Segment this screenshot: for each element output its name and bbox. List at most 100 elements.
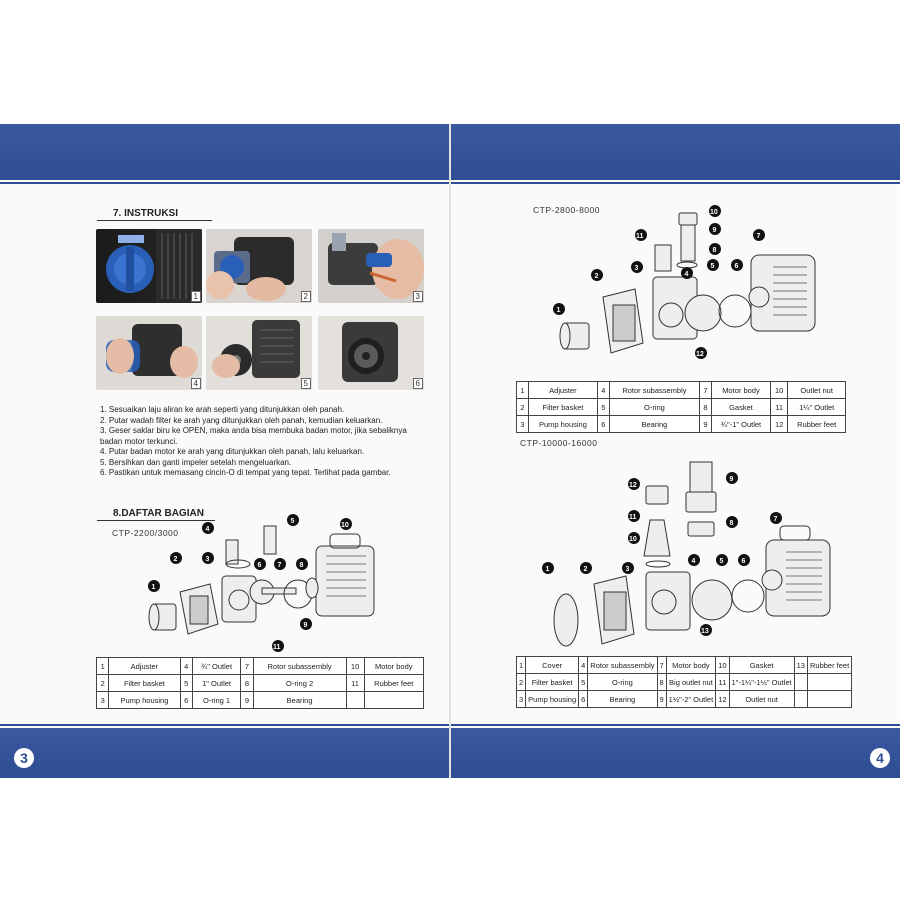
svg-text:6: 6 (742, 558, 746, 565)
model-label: CTP-10000-16000 (520, 438, 598, 448)
table-cell: Adjuster (108, 657, 181, 675)
table-cell: 4 (578, 656, 589, 674)
table-cell: 10 (345, 657, 365, 675)
table-cell: Cover (525, 656, 580, 674)
svg-text:10: 10 (629, 536, 637, 543)
exploded-diagram-left: 1 2 3 4 5 6 7 8 9 10 11 (148, 514, 375, 652)
table-cell: 8 (656, 673, 667, 691)
photo-number: 5 (300, 378, 311, 389)
section-underline (97, 520, 215, 521)
photo-number: 3 (412, 291, 423, 302)
photo-impeller (212, 320, 300, 378)
page-number: 4 (870, 748, 890, 768)
svg-text:1: 1 (546, 566, 550, 573)
table-cell: 10 (769, 381, 789, 399)
table-cell: 6 (179, 691, 193, 709)
svg-text:4: 4 (685, 271, 689, 278)
table-cell: Pump housing (527, 415, 598, 433)
svg-text:4: 4 (692, 558, 696, 565)
table-cell: 3 (515, 690, 527, 708)
table-cell: 12 (715, 690, 730, 708)
instruction-step: 6. Pastikan untuk memasang cincin-O di t… (100, 468, 391, 477)
table-cell: 9 (698, 415, 712, 433)
table-cell: Pump housing (108, 691, 181, 709)
svg-text:4: 4 (206, 526, 210, 533)
callout-markers: 1 2 3 4 5 6 7 8 9 10 11 12 (553, 205, 765, 359)
callout-markers: 1 2 3 4 5 6 7 8 9 10 11 (148, 514, 352, 652)
table-cell (793, 690, 808, 708)
instruction-step: 2. Putar wadah filter ke arah yang ditun… (100, 415, 383, 425)
table-cell: 9 (656, 690, 667, 708)
svg-text:11: 11 (636, 233, 644, 240)
table-cell: 2 (516, 398, 529, 416)
svg-text:3: 3 (626, 566, 630, 573)
table-cell: 1 (515, 656, 527, 674)
table-cell (806, 690, 853, 708)
table-cell: 1¼" Outlet (787, 398, 846, 416)
table-cell (806, 673, 853, 691)
instruction-step: 1. Sesuaikan laju aliran ke arah seperti… (100, 405, 345, 414)
section-title-instructions: 7. INSTRUKSI (113, 208, 179, 219)
instruction-step: 3. Geser saklar biru ke OPEN, maka anda … (100, 426, 407, 446)
photo-number: 2 (300, 291, 311, 302)
exploded-diagram-right-top: 1 2 3 4 5 6 7 8 9 10 11 12 (553, 205, 816, 359)
svg-text:8: 8 (300, 562, 304, 569)
svg-text:3: 3 (635, 265, 639, 272)
table-cell: O-ring (587, 673, 658, 691)
callout-markers: 1 2 3 4 5 6 7 8 9 10 11 12 13 (542, 472, 782, 636)
table-cell: 11 (345, 674, 365, 692)
table-cell: 2 (515, 673, 527, 691)
svg-text:11: 11 (273, 644, 281, 651)
table-cell: O-ring 2 (252, 674, 347, 692)
svg-text:1: 1 (557, 307, 561, 314)
photo-o-ring (342, 322, 398, 382)
table-cell: 7 (240, 657, 254, 675)
table-cell: Motor body (363, 657, 425, 675)
svg-text:5: 5 (711, 263, 715, 270)
table-cell: 3 (95, 691, 110, 709)
svg-text:3: 3 (206, 556, 210, 563)
table-cell: 4 (596, 381, 610, 399)
instructions-list: 1. Sesuaikan laju aliran ke arah seperti… (100, 405, 420, 479)
table-cell: Adjuster (527, 381, 598, 399)
footer-band: 4 (450, 724, 900, 778)
svg-text:10: 10 (341, 522, 349, 529)
svg-text:5: 5 (720, 558, 724, 565)
svg-text:6: 6 (735, 263, 739, 270)
photo-motor-body (106, 324, 198, 378)
svg-text:6: 6 (258, 562, 262, 569)
table-cell: 1"-1¼"-1½" Outlet (728, 673, 795, 691)
photo-filter-basket (206, 237, 294, 301)
model-label: CTP-2800-8000 (533, 205, 600, 215)
table-cell: ¾"-1" Outlet (710, 415, 771, 433)
table-cell: Outlet nut (787, 381, 846, 399)
table-cell: Rotor subassembly (608, 381, 700, 399)
table-cell: 9 (240, 691, 254, 709)
svg-text:2: 2 (595, 273, 599, 280)
svg-text:12: 12 (629, 482, 637, 489)
table-cell: 1" Outlet (191, 674, 242, 692)
section-title-parts: 8.DAFTAR BAGIAN (113, 508, 204, 519)
svg-text:11: 11 (629, 514, 637, 521)
instruction-step: 5. Bersihkan dan ganti impeler setelah m… (100, 457, 292, 467)
photo-number: 4 (190, 378, 201, 389)
instruction-step: 4. Putar badan motor ke arah yang ditunj… (100, 447, 365, 456)
table-cell: Rubber feet (363, 674, 425, 692)
svg-text:8: 8 (713, 247, 717, 254)
table-cell: Gasket (710, 398, 771, 416)
table-cell: 8 (698, 398, 712, 416)
table-cell: Bearing (587, 690, 658, 708)
table-cell: 10 (715, 656, 730, 674)
table-cell: ¾" Outlet (191, 657, 242, 675)
instruction-photo: 5 (206, 316, 312, 390)
table-cell: Outlet nut (728, 690, 795, 708)
table-cell: 6 (596, 415, 610, 433)
table-cell: 5 (596, 398, 610, 416)
table-cell: 11 (715, 673, 730, 691)
